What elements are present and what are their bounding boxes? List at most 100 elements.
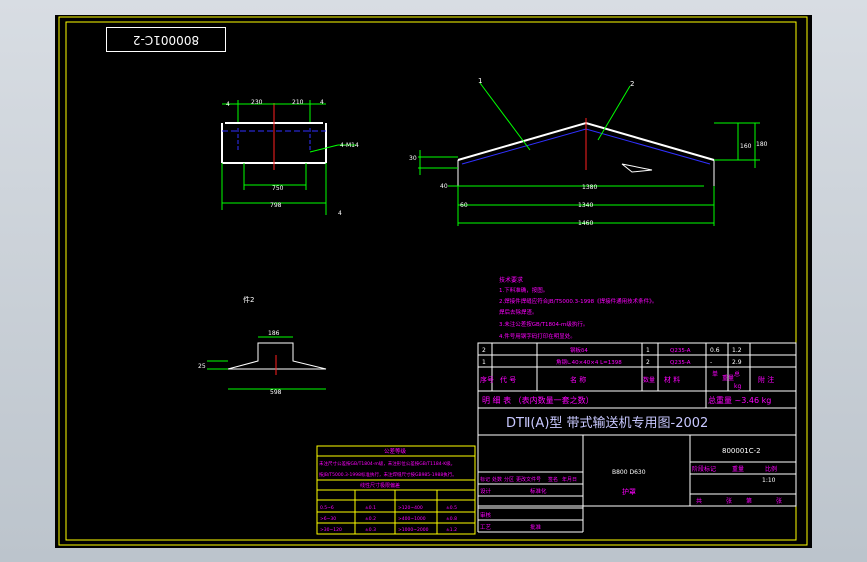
part-name: 护罩 <box>622 487 636 496</box>
leader-2-line <box>597 85 631 141</box>
dim-b: 230 <box>251 99 263 106</box>
leader-1-line <box>479 82 531 151</box>
section-mark <box>621 163 653 173</box>
review: 审核 <box>480 511 492 519</box>
row2-qty: 1 <box>646 347 650 354</box>
row2-material: Q235-A <box>670 348 691 354</box>
notes-line1: 1.下料准确，按图。 <box>499 286 548 294</box>
tol-r2c4: ±0.8 <box>446 516 457 522</box>
hdr-single: 单 <box>712 370 718 378</box>
scale-label: 比例 <box>765 465 777 473</box>
front-view: 1 2 30 160 180 40 60 1380 1340 1460 <box>409 77 768 227</box>
tol-r1c1: 0.5~6 <box>320 505 334 511</box>
height-right: 160 <box>740 143 752 150</box>
dim-e: 4 <box>338 210 342 217</box>
design: 设计 <box>480 487 492 495</box>
title-text: DTⅡ(A)型 带式输送机专用图-2002 <box>506 415 708 431</box>
tolerance-table: 公差等级 未注尺寸公差按GB/T1804-m级，未注形位公差按GB/T1184-… <box>316 445 476 535</box>
dim-a: 4 <box>226 101 230 108</box>
part-label: 件2 <box>243 295 254 304</box>
dim-d: 4 <box>320 99 324 106</box>
sheets-total: 共 <box>696 497 702 505</box>
dim-inner: 750 <box>272 185 284 192</box>
sheet-label-2: 张 <box>776 497 782 505</box>
outer-border <box>58 16 808 546</box>
notes-line4: 3.未注公差按GB/T1804-m级执行。 <box>499 320 588 328</box>
row1-qty: 2 <box>646 359 650 366</box>
tol-r3c2: ±0.3 <box>365 527 376 533</box>
height-left: 30 <box>409 155 417 162</box>
inner-border <box>65 21 797 541</box>
date: 年月日 <box>562 476 577 483</box>
dim-c: 210 <box>292 99 304 106</box>
row2-no: 2 <box>482 347 486 354</box>
hdr-material: 材 料 <box>664 375 680 384</box>
row2-code: 钢板δ4 <box>570 346 588 354</box>
count: 处数 <box>492 476 502 483</box>
row1-code: 角钢∟40×40×4 L=1398 <box>556 358 622 366</box>
row1-unit: - <box>710 359 712 366</box>
marks: 标记 <box>480 476 490 483</box>
stage-label: 阶段标记 <box>692 465 716 473</box>
hdr-qty: 数量 <box>643 376 655 384</box>
title-frame <box>477 407 797 507</box>
hole-leader <box>309 144 339 153</box>
row2-unit: 0.6 <box>710 347 720 354</box>
zone: 分区 <box>504 476 514 483</box>
hdr-remark: 附 注 <box>758 375 774 384</box>
tol-r2c1: >6~30 <box>320 516 336 522</box>
hdr-code: 代 号 <box>500 375 516 384</box>
drawing-viewport[interactable] <box>55 15 812 548</box>
hdr-name: 名 称 <box>570 375 586 384</box>
dim-outer: 798 <box>270 202 282 209</box>
technical-notes: 技术要求 1.下料准确，按图。 2.焊接件焊缝应符合JB/T5000.3-199… <box>499 276 657 340</box>
hole-callout: 4-M14 <box>340 142 359 149</box>
top-view: 4 230 210 4 750 798 4-M14 4 <box>221 99 359 217</box>
row1-material: Q235-A <box>670 360 691 366</box>
part-2-outline <box>227 342 327 370</box>
tol-r3c3: >1000~2000 <box>398 527 429 533</box>
leader-2: 2 <box>630 80 634 88</box>
drawing-no: 800001C-2 <box>722 447 761 455</box>
tol-r3c4: ±1.2 <box>446 527 457 533</box>
notes-line2: 2.焊接件焊缝应符合JB/T5000.3-1998《焊接件通用技术条件》。 <box>499 297 657 305</box>
tol-r1c3: >120~400 <box>398 505 423 511</box>
sheet-label: 张 <box>726 497 732 505</box>
detail-label: 明 细 表 （表内数量一套之数） <box>482 395 594 405</box>
notes-heading: 技术要求 <box>499 276 523 284</box>
weight-label: 重量 <box>732 465 744 473</box>
hdr-total: 总 <box>734 370 740 378</box>
notes-line5: 4.件号用钢字码打印在明显处。 <box>499 332 576 340</box>
change-doc: 更改文件号 <box>516 476 541 483</box>
hdr-no: 序号 <box>480 375 494 384</box>
tol-line1: 未注尺寸公差按GB/T1804-m级，未注形位公差按GB/T1184-K级。 <box>319 460 455 467</box>
sheet-no: 第 <box>746 497 752 505</box>
dim-60: 60 <box>460 202 468 209</box>
tol-header: 线性尺寸极限偏差 <box>360 482 400 489</box>
title-block: DTⅡ(A)型 带式输送机专用图-2002 800001C-2 阶段标记 重量 … <box>477 407 797 533</box>
row1-total: 2.9 <box>732 359 742 366</box>
small-bottom: 598 <box>270 389 282 396</box>
hdr-weight: 重量 <box>722 374 734 382</box>
tol-r3c1: >30~120 <box>320 527 342 533</box>
approve: 批准 <box>530 523 542 531</box>
tol-r2c3: >400~1000 <box>398 516 426 522</box>
total-weight: 总重量 ~3.46 kg <box>708 395 771 405</box>
bom-table: 2 钢板δ4 1 Q235-A 0.6 1.2 1 角钢∟40×40×4 L=1… <box>477 342 797 409</box>
dim-1340: 1340 <box>578 202 593 209</box>
tol-r1c4: ±0.5 <box>446 505 457 511</box>
standardize: 标准化 <box>530 487 547 495</box>
part-2-view: 件2 186 25 598 <box>198 295 327 396</box>
spec: B800 D630 <box>612 469 646 476</box>
dim-1380: 1380 <box>582 184 597 191</box>
dim-40: 40 <box>440 183 448 190</box>
dim-1460: 1460 <box>578 220 593 227</box>
tol-line2: 按JB/T5000.3-1998标准执行，未注焊缝尺寸按GB985-1988执行… <box>319 471 457 478</box>
process: 工艺 <box>480 524 492 531</box>
notes-line3: 焊后去除焊渣。 <box>499 308 538 316</box>
row1-no: 1 <box>482 359 486 366</box>
scale-value: 1:10 <box>762 477 776 484</box>
dim-small-right: 180 <box>756 141 768 148</box>
